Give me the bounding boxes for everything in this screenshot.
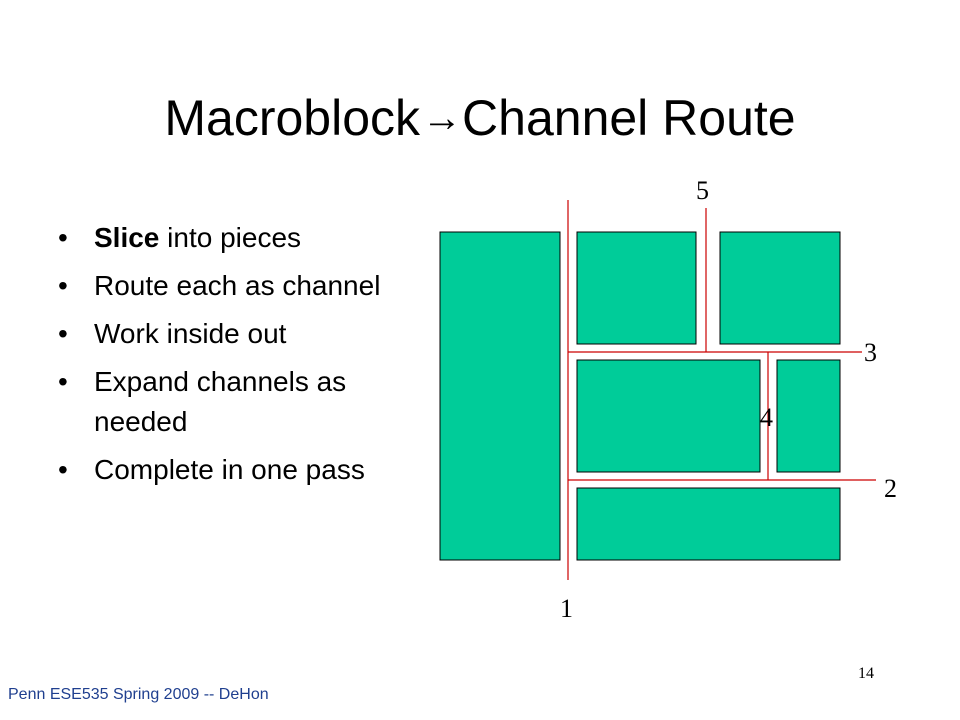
macroblock-top-right xyxy=(719,231,841,345)
channel-label-3: 3 xyxy=(864,338,877,367)
bullet-dot-icon: • xyxy=(58,318,68,349)
bullet-dot-icon: • xyxy=(58,366,68,397)
bullet-text: Work inside out xyxy=(94,318,287,349)
right-arrow-icon: → xyxy=(422,96,463,140)
title-part-channel-route: Channel Route xyxy=(462,90,796,146)
macroblock-bottom xyxy=(576,487,841,561)
macroblocks xyxy=(439,231,841,561)
bullet-item-work: • Work inside out xyxy=(58,314,398,354)
bullet-text: Route each as channel xyxy=(94,270,381,301)
bullet-bold-text: Slice xyxy=(94,222,160,253)
channel-label-5: 5 xyxy=(696,176,709,205)
bullet-item-slice: • Slice into pieces xyxy=(58,218,398,258)
page-number: 14 xyxy=(858,665,874,682)
channel-labels: 5 3 4 2 1 xyxy=(560,176,897,623)
macroblock-center xyxy=(576,359,761,473)
channel-label-2: 2 xyxy=(884,474,897,503)
channel-label-1: 1 xyxy=(560,594,573,623)
slide-title: Macroblock→Channel Route xyxy=(0,88,960,148)
macroblock-tall-left xyxy=(439,231,561,561)
bullet-dot-icon: • xyxy=(58,454,68,485)
channel-lines xyxy=(567,200,876,580)
bullet-item-expand: • Expand channels as needed xyxy=(58,362,398,442)
channel-label-4: 4 xyxy=(760,403,773,432)
macroblock-center-right xyxy=(776,359,841,473)
bullet-text: Complete in one pass xyxy=(94,454,365,485)
bullet-list: • Slice into pieces • Route each as chan… xyxy=(58,218,398,498)
bullet-text: Expand channels as needed xyxy=(94,366,347,437)
bullet-dot-icon: • xyxy=(58,270,68,301)
bullet-dot-icon: • xyxy=(58,222,68,253)
bullet-item-complete: • Complete in one pass xyxy=(58,450,398,490)
bullet-item-route: • Route each as channel xyxy=(58,266,398,306)
title-part-macroblock: Macroblock xyxy=(164,90,421,146)
bullet-text: into pieces xyxy=(159,222,302,253)
macroblock-top-middle xyxy=(576,231,697,345)
footer-course-label: Penn ESE535 Spring 2009 -- DeHon xyxy=(8,686,269,703)
